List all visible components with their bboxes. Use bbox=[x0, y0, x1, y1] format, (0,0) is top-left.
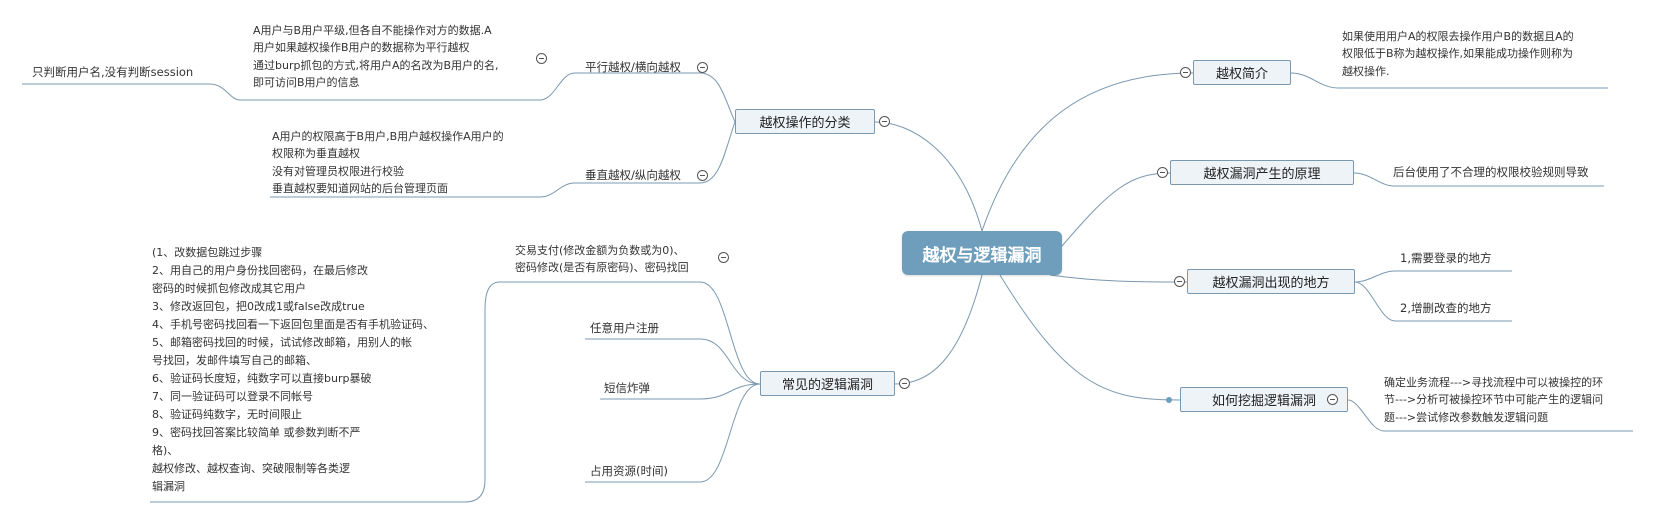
connector-dot bbox=[1166, 397, 1172, 403]
topic-resource[interactable]: 占用资源(时间) bbox=[590, 464, 668, 478]
topic-horizontal[interactable]: 平行越权/横向越权 bbox=[585, 60, 681, 74]
topic-payment[interactable]: 交易支付(修改金额为负数或为0)、 密码修改(是否有原密码)、密码找回 bbox=[515, 244, 689, 275]
edge-root-principle bbox=[1061, 172, 1171, 247]
edge-common-payment bbox=[500, 281, 761, 385]
collapse-toggle-icon[interactable] bbox=[1157, 167, 1168, 178]
collapse-toggle-icon[interactable] bbox=[536, 53, 547, 64]
edge-root-classification bbox=[874, 121, 983, 232]
edge-mining-note bbox=[1347, 399, 1633, 432]
payment-note: (1、改数据包跳过步骤 2、用自己的用户身份找回密码，在最后修改 密码的时候抓包… bbox=[152, 246, 434, 493]
horizontal-note: A用户与B用户平级,但各自不能操作对方的数据.A 用户如果越权操作B用户的数据称… bbox=[253, 24, 499, 89]
edge-principle-note bbox=[1353, 172, 1604, 187]
edge-common-resource bbox=[585, 383, 761, 483]
edge-common-register bbox=[585, 338, 761, 385]
topic-classification[interactable]: 越权操作的分类 bbox=[735, 109, 875, 134]
topic-locations[interactable]: 越权漏洞出现的地方 bbox=[1187, 269, 1355, 294]
collapse-toggle-icon[interactable] bbox=[1327, 394, 1338, 405]
edge-root-common bbox=[894, 274, 983, 385]
edge-locations-item2 bbox=[1354, 281, 1512, 322]
central-topic[interactable]: 越权与逻辑漏洞 bbox=[902, 231, 1062, 275]
intro-note: 如果使用用户A的权限去操作用户B的数据且A的 权限低于B称为越权操作,如果能成功… bbox=[1342, 30, 1574, 78]
collapse-toggle-icon[interactable] bbox=[899, 378, 910, 389]
principle-note: 后台使用了不合理的权限校验规则导致 bbox=[1393, 165, 1589, 179]
edge-note-subnote bbox=[22, 83, 241, 101]
edge-payment-note bbox=[150, 281, 501, 503]
collapse-toggle-icon[interactable] bbox=[1180, 67, 1191, 78]
topic-mining[interactable]: 如何挖掘逻辑漏洞 bbox=[1180, 387, 1348, 412]
edge-root-intro bbox=[981, 72, 1194, 232]
edge-classification-horizontal bbox=[575, 72, 736, 123]
topic-sms[interactable]: 短信炸弹 bbox=[604, 381, 650, 395]
topic-common[interactable]: 常见的逻辑漏洞 bbox=[760, 371, 895, 396]
edge-vertical-note bbox=[270, 182, 576, 198]
edge-intro-note bbox=[1290, 72, 1608, 89]
collapse-toggle-icon[interactable] bbox=[697, 62, 708, 73]
locations-item[interactable]: 2,增删改查的地方 bbox=[1400, 301, 1492, 315]
horizontal-subnote: 只判断用户名,没有判断session bbox=[32, 65, 194, 79]
edge-common-sms bbox=[600, 383, 761, 400]
collapse-toggle-icon[interactable] bbox=[879, 116, 890, 127]
topic-vertical[interactable]: 垂直越权/纵向越权 bbox=[585, 168, 681, 182]
edge-classification-vertical bbox=[575, 121, 736, 184]
edge-horizontal-note bbox=[240, 72, 576, 101]
collapse-toggle-icon[interactable] bbox=[1174, 276, 1185, 287]
topic-register[interactable]: 任意用户注册 bbox=[590, 321, 659, 335]
locations-item[interactable]: 1,需要登录的地方 bbox=[1400, 251, 1492, 265]
mining-note: 确定业务流程--->寻找流程中可以被操控的环 节--->分析可被操控环节中可能产… bbox=[1384, 376, 1604, 424]
edge-root-locations bbox=[1049, 274, 1188, 283]
edge-root-mining bbox=[999, 274, 1181, 401]
collapse-toggle-icon[interactable] bbox=[697, 170, 708, 181]
topic-intro[interactable]: 越权简介 bbox=[1193, 60, 1291, 85]
topic-principle[interactable]: 越权漏洞产生的原理 bbox=[1170, 160, 1354, 185]
vertical-note: A用户的权限高于B用户,B用户越权操作A用户的 权限称为垂直越权 没有对管理员权… bbox=[272, 130, 504, 195]
edge-locations-item1 bbox=[1354, 270, 1512, 283]
collapse-toggle-icon[interactable] bbox=[718, 252, 729, 263]
